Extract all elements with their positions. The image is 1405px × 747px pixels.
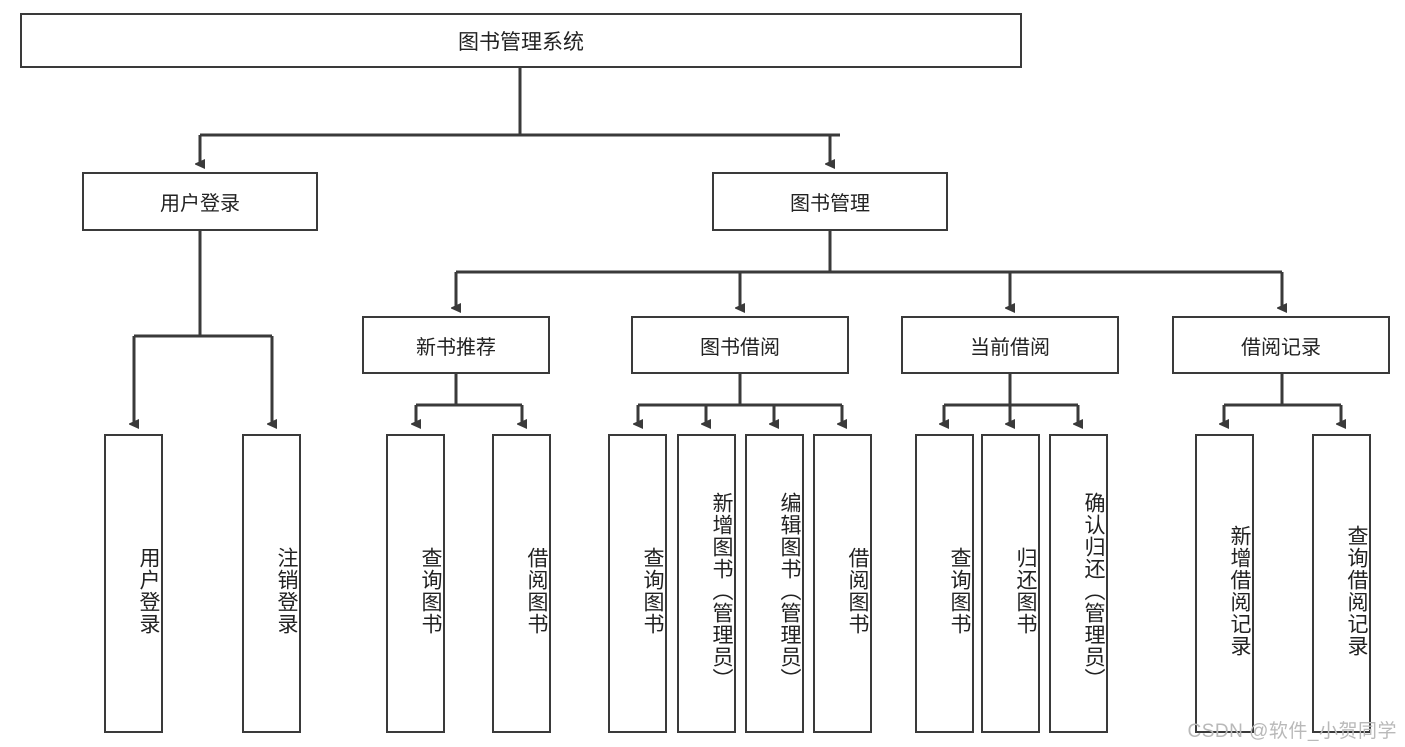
node-user-login[interactable]: 用户登录 xyxy=(82,172,318,231)
leaf-book-borrow-query[interactable]: 查询图书 xyxy=(608,434,667,733)
leaf-book-borrow-borrow[interactable]: 借阅图书 xyxy=(813,434,872,733)
node-book-management[interactable]: 图书管理 xyxy=(712,172,948,231)
node-label: 新增图书（管理员） xyxy=(710,491,733,690)
node-label: 注销登录 xyxy=(275,546,298,635)
node-label: 编辑图书（管理员） xyxy=(778,491,801,690)
node-label: 图书管理系统 xyxy=(458,30,584,54)
node-book-borrow[interactable]: 图书借阅 xyxy=(631,316,849,374)
leaf-new-book-borrow[interactable]: 借阅图书 xyxy=(492,434,551,733)
node-label: 查询图书 xyxy=(641,546,664,635)
node-label: 图书管理 xyxy=(790,193,870,215)
node-current-borrow[interactable]: 当前借阅 xyxy=(901,316,1119,374)
node-label: 归还图书 xyxy=(1014,546,1037,635)
node-label: 当前借阅 xyxy=(970,336,1050,359)
leaf-current-borrow-query[interactable]: 查询图书 xyxy=(915,434,974,733)
node-label: 查询图书 xyxy=(419,546,442,635)
leaf-book-borrow-add[interactable]: 新增图书（管理员） xyxy=(677,434,736,733)
node-label: 借阅记录 xyxy=(1241,336,1321,359)
node-label: 确认归还（管理员） xyxy=(1082,491,1105,690)
node-label: 借阅图书 xyxy=(525,546,548,635)
node-label: 查询借阅记录 xyxy=(1345,524,1368,657)
leaf-new-book-query[interactable]: 查询图书 xyxy=(386,434,445,733)
node-label: 用户登录 xyxy=(137,546,160,635)
leaf-user-login-logout[interactable]: 注销登录 xyxy=(242,434,301,733)
node-new-book-recommend[interactable]: 新书推荐 xyxy=(362,316,550,374)
node-label: 新增借阅记录 xyxy=(1228,524,1251,657)
watermark-text: CSDN @软件_小贺同学 xyxy=(1187,721,1397,742)
leaf-user-login-login[interactable]: 用户登录 xyxy=(104,434,163,733)
node-root-system[interactable]: 图书管理系统 xyxy=(20,13,1022,68)
leaf-book-borrow-edit[interactable]: 编辑图书（管理员） xyxy=(745,434,804,733)
node-label: 借阅图书 xyxy=(846,546,869,635)
node-label: 图书借阅 xyxy=(700,336,780,359)
leaf-current-borrow-confirm[interactable]: 确认归还（管理员） xyxy=(1049,434,1108,733)
node-label: 新书推荐 xyxy=(416,336,496,359)
leaf-borrow-record-add[interactable]: 新增借阅记录 xyxy=(1195,434,1254,733)
node-label: 查询图书 xyxy=(948,546,971,635)
node-label: 用户登录 xyxy=(160,193,240,215)
leaf-current-borrow-return[interactable]: 归还图书 xyxy=(981,434,1040,733)
node-borrow-record[interactable]: 借阅记录 xyxy=(1172,316,1390,374)
leaf-borrow-record-query[interactable]: 查询借阅记录 xyxy=(1312,434,1371,733)
